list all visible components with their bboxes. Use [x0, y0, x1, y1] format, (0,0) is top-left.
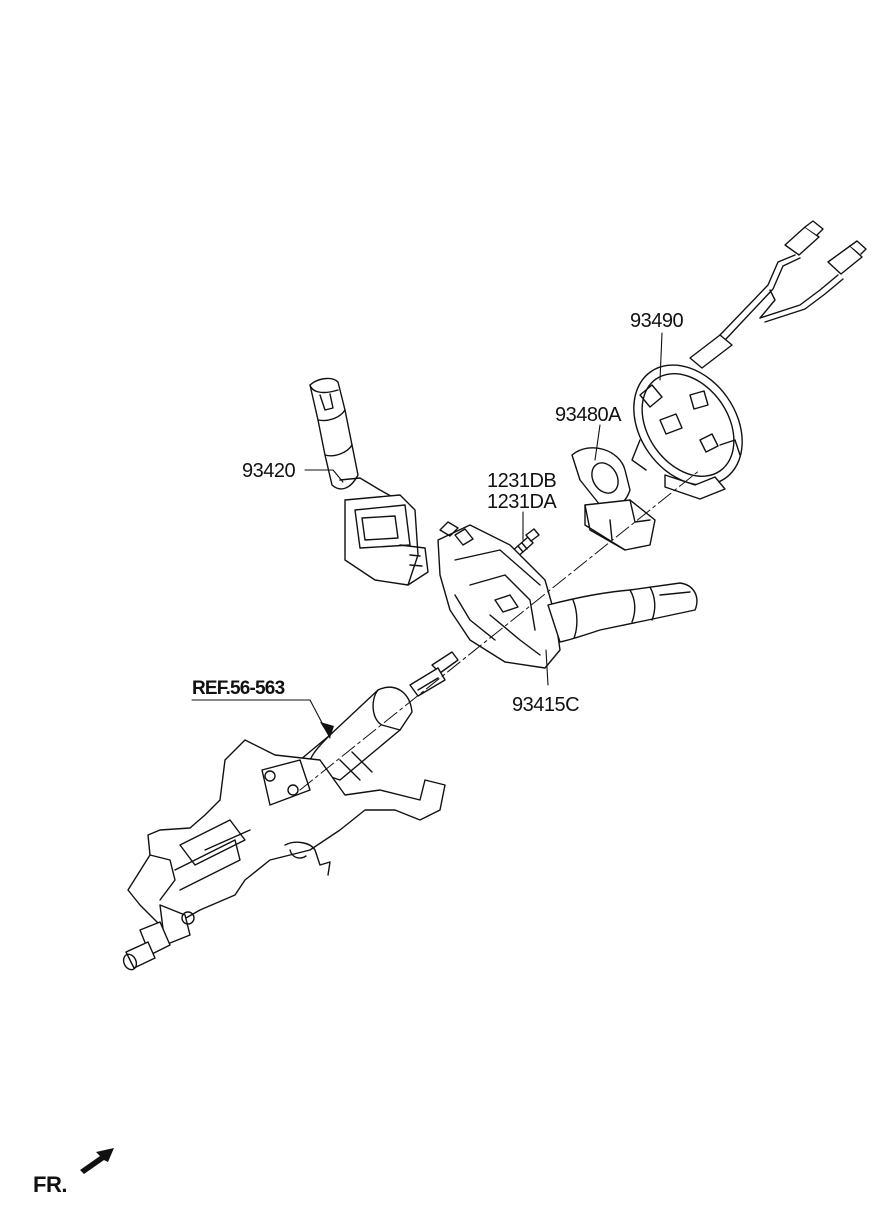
- label-93480A: 93480A: [555, 404, 621, 426]
- forward-direction-label: FR.: [33, 1172, 67, 1197]
- angle-sensor-93480A: [571, 447, 656, 551]
- label-93415C: 93415C: [512, 694, 580, 716]
- forward-arrow-icon: [80, 1148, 114, 1174]
- reference-arrow-head: [320, 722, 334, 738]
- clock-spring-93490: [631, 220, 867, 500]
- label-ref-56-563: REF.56-563: [192, 678, 285, 699]
- label-93490: 93490: [630, 310, 684, 332]
- label-1231DA: 1231DA: [487, 491, 557, 513]
- multifunction-switch-93420: [309, 377, 429, 586]
- label-93420: 93420: [242, 460, 296, 482]
- assembly-axis: [299, 469, 701, 791]
- label-1231DB: 1231DB: [487, 470, 557, 492]
- switch-body-93415C: [437, 521, 698, 669]
- steering-column: [122, 651, 459, 971]
